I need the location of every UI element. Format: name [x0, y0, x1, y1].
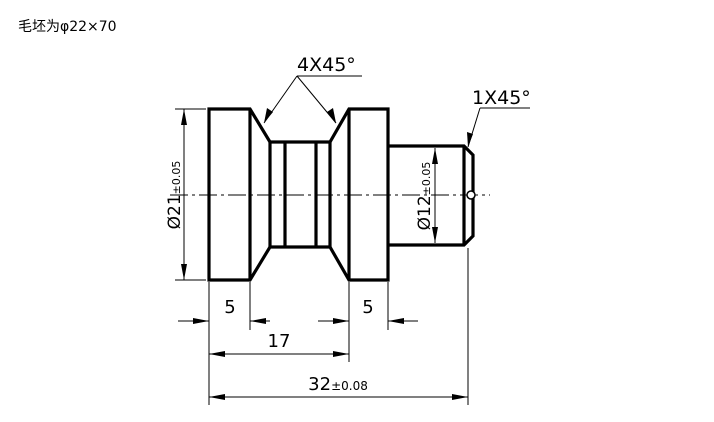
svg-text:Ø12±0.05: Ø12±0.05	[415, 162, 435, 231]
dia-large-label: Ø21	[165, 194, 185, 229]
svg-text:Ø21±0.05: Ø21±0.05	[165, 161, 185, 230]
dimension-dia-small	[432, 148, 438, 243]
dimension-17	[209, 351, 349, 357]
right-collar-label: 5	[362, 297, 373, 318]
dimension-left-collar	[178, 318, 270, 324]
chamfer-groove-label: 4X45°	[297, 54, 356, 76]
dimension-right-collar	[318, 318, 418, 324]
dimension-dia-large	[175, 108, 206, 281]
dia-small-label: Ø12	[415, 195, 435, 230]
svg-text:32±0.08: 32±0.08	[308, 374, 368, 395]
leader-chamfer-end	[467, 107, 530, 148]
dia-large-tolerance: ±0.05	[170, 161, 183, 195]
blank-size-caption: 毛坯为φ22×70	[18, 19, 117, 35]
left-collar-label: 5	[224, 297, 235, 318]
dia-small-tolerance: ±0.05	[420, 162, 433, 196]
center-point-marker	[466, 190, 476, 200]
chamfer-end-label: 1X45°	[472, 87, 531, 109]
len-total-label: 32	[308, 374, 331, 395]
leader-chamfer-groove	[263, 75, 362, 124]
extension-lines	[208, 248, 469, 405]
dimension-total	[209, 394, 468, 400]
len-total-tolerance: ±0.08	[331, 379, 368, 393]
len-17-label: 17	[268, 331, 291, 352]
